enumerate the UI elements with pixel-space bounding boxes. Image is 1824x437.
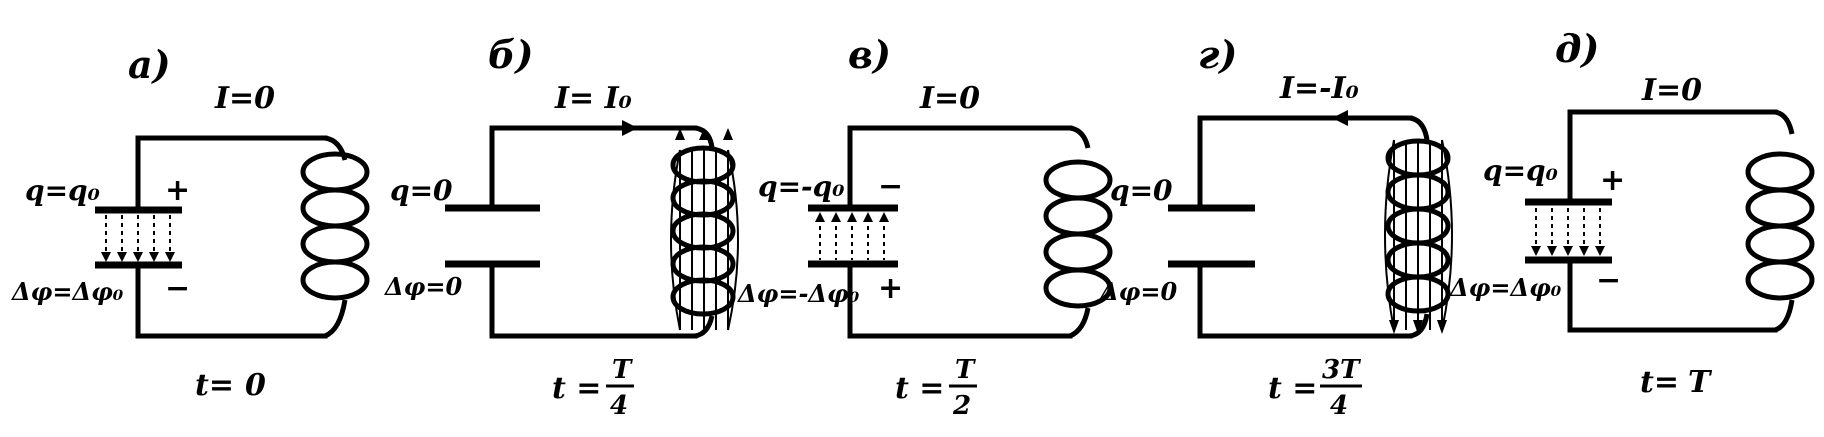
panel-b: б) I= I₀ q=0 Δφ=0 t = xyxy=(384,32,739,421)
panel-c: в) I=0 q=-q₀ − + Δφ=-Δφ₀ t = T 2 xyxy=(737,32,1113,421)
panel-c-coil-icon xyxy=(1043,125,1113,339)
panel-a-current: I=0 xyxy=(214,81,275,116)
panel-a-label: а) xyxy=(128,42,171,87)
panel-d-time-numerator: 3T xyxy=(1322,355,1361,385)
panel-e-potential: Δφ=Δφ₀ xyxy=(1449,273,1562,302)
panel-b-time-numerator: T xyxy=(612,355,633,385)
panel-d-bfield-icon xyxy=(1384,139,1453,334)
panel-a: а) I=0 q=q₀ + − Δφ=Δφ₀ t= 0 xyxy=(11,42,370,403)
panel-e-efield-icon xyxy=(1531,208,1605,256)
panel-e-current: I=0 xyxy=(1641,73,1702,108)
panel-c-current: I=0 xyxy=(919,81,980,116)
panel-c-wire xyxy=(847,125,1073,339)
panel-e-bottom-sign: − xyxy=(1596,263,1621,298)
panel-b-label: б) xyxy=(488,32,533,77)
panel-e-time: t= xyxy=(1640,365,1679,400)
panel-c-time-denominator: 2 xyxy=(952,391,971,421)
panel-d-potential: Δφ=0 xyxy=(1099,277,1177,306)
panel-b-charge: q=0 xyxy=(390,174,453,207)
panel-b-time-denominator: 4 xyxy=(610,391,628,421)
panel-a-time: t= xyxy=(195,368,234,403)
panel-d-charge: q=0 xyxy=(1110,174,1173,207)
panel-c-potential: Δφ=-Δφ₀ xyxy=(737,279,860,308)
panel-a-wire xyxy=(135,135,328,339)
panel-b-potential: Δφ=0 xyxy=(384,272,462,301)
panel-d-time-denominator: 4 xyxy=(1330,391,1348,421)
panel-a-top-sign: + xyxy=(165,173,190,208)
panel-d: г) I=-I₀ q=0 Δφ=0 t = xyxy=(1099,32,1453,421)
panel-c-charge: q=-q₀ xyxy=(758,170,845,203)
panel-d-current: I=-I₀ xyxy=(1279,71,1359,106)
panel-a-efield-icon xyxy=(101,215,175,262)
panel-b-wire xyxy=(489,125,698,339)
panel-e-charge: q=q₀ xyxy=(1483,154,1558,187)
panel-c-top-sign: − xyxy=(878,169,903,204)
panel-b-current: I= I₀ xyxy=(554,81,632,116)
panel-b-time: t = xyxy=(552,371,601,406)
panel-e-coil-icon xyxy=(1745,109,1815,333)
panel-b-current-arrow-icon xyxy=(622,120,638,136)
panel-c-time-numerator: T xyxy=(955,355,976,385)
panel-e: д) I=0 q=q₀ + − Δφ=Δφ₀ t= T xyxy=(1449,26,1815,400)
panel-c-time: t = xyxy=(895,371,944,406)
panel-d-label: г) xyxy=(1198,32,1237,77)
panel-b-bfield-icon xyxy=(670,128,739,331)
panel-d-current-arrow-icon xyxy=(1332,110,1348,126)
panel-a-time-value: 0 xyxy=(245,368,266,403)
panel-e-time-value: T xyxy=(1688,365,1713,400)
panel-e-label: д) xyxy=(1555,26,1599,71)
panel-e-wire xyxy=(1567,109,1778,333)
panel-a-coil-icon xyxy=(300,135,370,339)
panel-d-time: t = xyxy=(1268,371,1317,406)
panel-c-bottom-sign: + xyxy=(878,271,903,306)
panel-d-wire xyxy=(1197,115,1413,339)
panel-a-charge: q=q₀ xyxy=(25,174,100,207)
panel-a-bottom-sign: − xyxy=(165,271,190,306)
panel-a-potential: Δφ=Δφ₀ xyxy=(11,277,124,306)
panel-c-label: в) xyxy=(848,32,891,77)
panel-c-efield-icon xyxy=(815,212,889,260)
panel-e-top-sign: + xyxy=(1600,163,1625,198)
